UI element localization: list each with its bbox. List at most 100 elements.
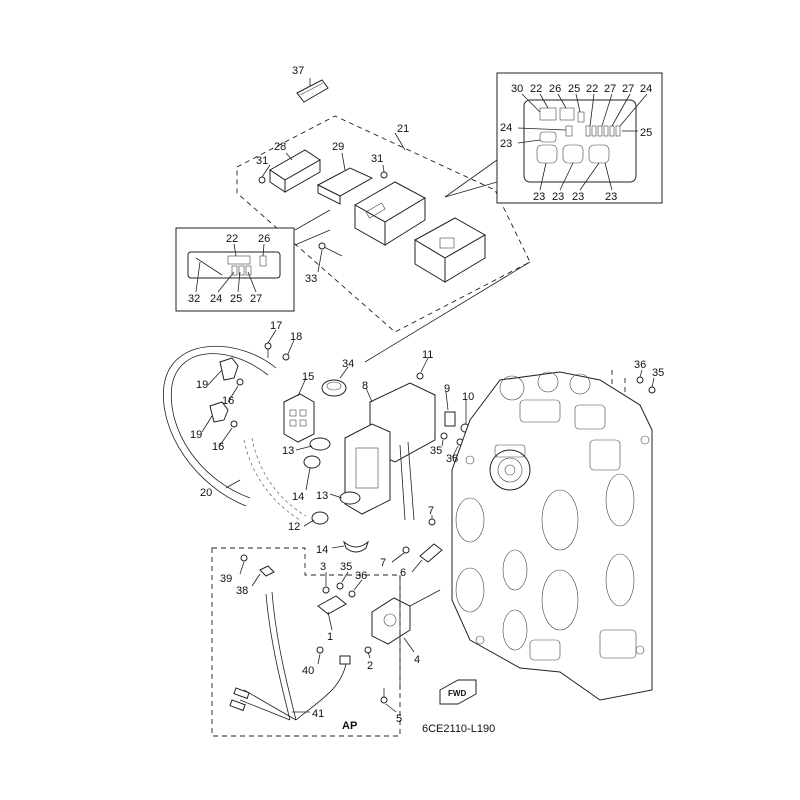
inset-a-connector [187,251,281,279]
callout-24: 24 [640,83,652,95]
callout-25: 25 [640,127,652,139]
leader-lines-top [261,78,498,273]
bracket-part-1 [317,595,347,615]
callout-27: 27 [250,293,262,305]
callout-12: 12 [288,521,300,533]
callout-24: 24 [500,122,512,134]
leader-lines-lower [239,561,415,713]
drawing-code: 6CE2110-L190 [422,723,495,735]
bolt-part-35 [336,582,344,590]
ap-label: AP [342,720,357,732]
engine-block [451,371,653,701]
callout-35: 35 [340,561,352,573]
spring-part-9 [444,411,456,427]
inset-box-b [496,72,663,204]
callout-7: 7 [428,505,434,517]
bolt-part-3 [322,586,330,594]
bolt-part-39 [240,554,248,562]
bracket-part-6 [419,543,443,563]
screw-part-33 [321,245,343,257]
ap-box-outline [211,547,401,737]
callout-23: 23 [572,191,584,203]
callout-19: 19 [190,429,202,441]
callout-1: 1 [327,631,333,643]
callout-16: 16 [222,395,234,407]
callout-13: 13 [282,445,294,457]
callout-9: 9 [444,383,450,395]
callout-31: 31 [371,153,383,165]
callout-30: 30 [511,83,523,95]
clamp-part-19 [209,401,229,423]
callout-24: 24 [210,293,222,305]
callout-2: 2 [367,660,373,672]
bolt-part-7 [402,546,410,554]
callout-27: 27 [622,83,634,95]
bracket-plate [344,423,391,515]
callout-36: 36 [446,453,458,465]
bracket-assembly [162,261,656,563]
screw-part-31 [258,176,266,184]
callout-29: 29 [332,141,344,153]
callout-23: 23 [552,191,564,203]
screw-part-31 [380,171,388,179]
engine-block-outline [451,371,653,701]
callout-31: 31 [256,155,268,167]
callout-22: 22 [586,83,598,95]
callout-21: 21 [397,123,409,135]
bolt-part-40 [316,646,324,654]
clamp-part-13 [309,437,331,451]
lead-wire-part-41 [265,593,291,721]
callout-7: 7 [380,557,386,569]
callout-17: 17 [270,320,282,332]
callout-19: 19 [196,379,208,391]
bolt-part-35 [648,386,656,394]
callout-5: 5 [396,713,402,725]
callout-16: 16 [212,441,224,453]
callout-18: 18 [290,331,302,343]
bolt-part-16 [236,378,244,386]
callout-20: 20 [200,487,212,499]
washer-part-18 [282,353,290,361]
callout-23: 23 [500,138,512,150]
sensor-assembly [317,582,477,705]
callout-32: 32 [188,293,200,305]
washer-part-36 [348,590,356,598]
clamp-part-14 [303,455,321,469]
wire-harness-part-20 [170,353,269,499]
grommet-part-34 [321,379,347,397]
callout-8: 8 [362,380,368,392]
callout-10: 10 [462,391,474,403]
callout-35: 35 [652,367,664,379]
callout-39: 39 [220,573,232,585]
callout-33: 33 [305,273,317,285]
callout-22: 22 [530,83,542,95]
leader-lines-middle [201,329,655,573]
callout-34: 34 [342,358,354,370]
clamp-part-38 [259,565,275,577]
callout-22: 22 [226,233,238,245]
sensor-part-4 [371,597,411,645]
callout-4: 4 [414,654,420,666]
clamp-part-12 [311,511,329,525]
callout-6: 6 [400,567,406,579]
callout-25: 25 [568,83,580,95]
flywheel-gear [489,449,531,491]
callout-23: 23 [533,191,545,203]
fwd-arrow [439,679,477,705]
clamp-part-13 [339,491,361,505]
callout-25: 25 [230,293,242,305]
bolt-part-11 [416,372,424,380]
callout-labels: 37 21 28 29 31 31 33 22 26 32 24 25 27 3… [188,65,664,735]
clamp-part-19 [219,357,239,381]
callout-41: 41 [312,708,324,720]
callout-13: 13 [316,490,328,502]
callout-11: 11 [422,349,433,361]
washer-part-36 [636,376,644,384]
callout-14: 14 [316,544,328,556]
callout-35: 35 [430,445,442,457]
callout-23: 23 [605,191,617,203]
bolt-part-35 [440,432,448,440]
inset-box-a [175,227,295,312]
callout-36: 36 [355,570,367,582]
